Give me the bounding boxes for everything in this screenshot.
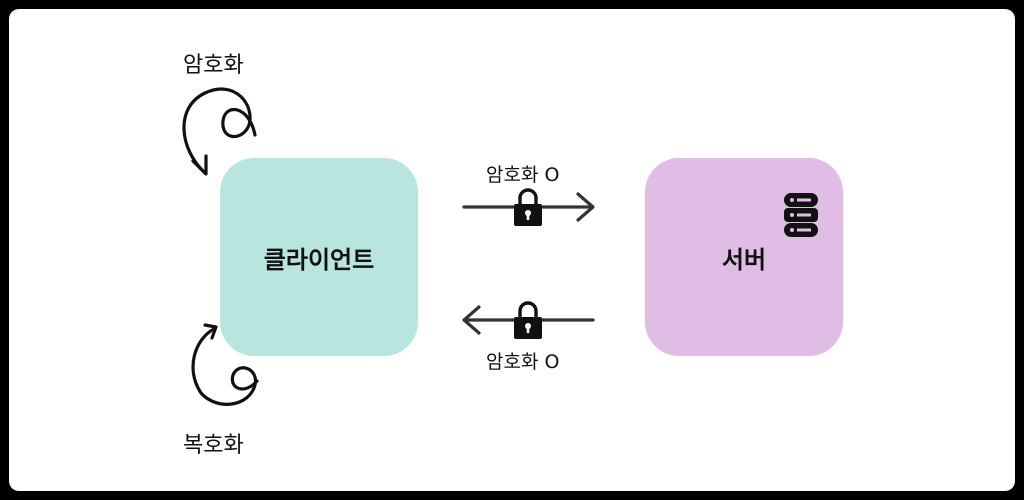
- client-label: 클라이언트: [263, 245, 375, 274]
- database-icon: [784, 193, 818, 237]
- lock-icon: [514, 301, 542, 339]
- to-client-arrow-label: 암호화 O: [486, 351, 560, 373]
- server-box: 서버: [645, 158, 843, 356]
- client-box: 클라이언트: [220, 158, 418, 356]
- server-label: 서버: [721, 245, 767, 274]
- diagram-canvas: 클라이언트 서버 암호화 복호화 암호화 O 암호화 O: [9, 9, 1015, 491]
- decrypt-loop-arrow: [191, 323, 259, 406]
- to-server-arrow-label: 암호화 O: [486, 164, 560, 186]
- lock-icon: [514, 188, 542, 226]
- encrypt-loop-arrow: [182, 87, 257, 176]
- decrypt-label: 복호화: [183, 433, 244, 458]
- encrypt-label: 암호화: [183, 53, 244, 78]
